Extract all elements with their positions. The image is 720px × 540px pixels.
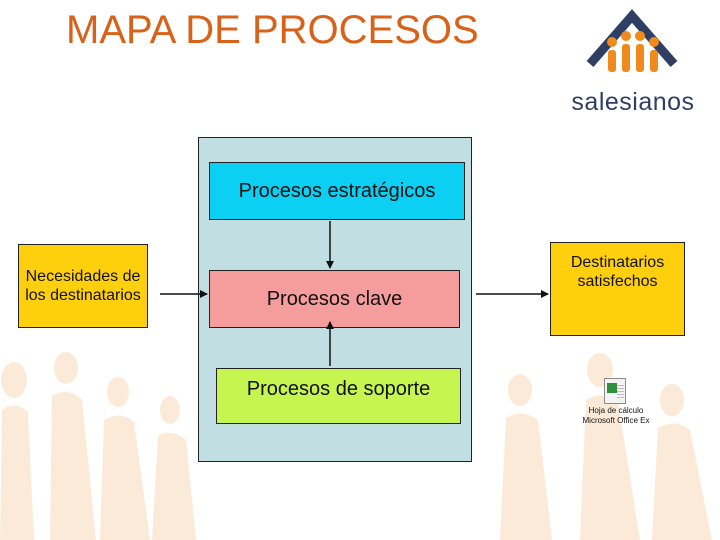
satisfied-recipients-label: Destinatarios satisfechos (570, 254, 665, 291)
strategic-processes-label: Procesos estratégicos (238, 180, 436, 202)
embedded-object-caption: Hoja de cálculo Microsoft Office Ex (574, 406, 658, 425)
support-processes-label: Procesos de soporte (246, 378, 431, 400)
embedded-object-caption-line2: Microsoft Office Ex (582, 415, 650, 425)
embedded-spreadsheet-object[interactable]: Hoja de cálculo Microsoft Office Ex (574, 374, 658, 434)
logo-emblem-icon (586, 9, 678, 72)
salesianos-logo: salesianos (562, 2, 702, 120)
strategic-processes-box: Procesos estratégicos (209, 162, 465, 220)
key-processes-box: Procesos clave (209, 270, 460, 328)
embedded-object-caption-line1: Hoja de cálculo (588, 406, 644, 415)
recipient-needs-box: Necesidades de los destinatarios (18, 244, 148, 328)
recipient-needs-label: Necesidades de los destinatarios (25, 267, 141, 304)
satisfied-recipients-box: Destinatarios satisfechos (550, 242, 685, 336)
page-title: MAPA DE PROCESOS (66, 8, 479, 52)
spreadsheet-icon (604, 378, 626, 404)
background-figures-decoration (0, 352, 712, 540)
key-processes-label: Procesos clave (266, 288, 403, 310)
logo-wordmark: salesianos (571, 88, 695, 116)
support-processes-box: Procesos de soporte (216, 368, 461, 424)
